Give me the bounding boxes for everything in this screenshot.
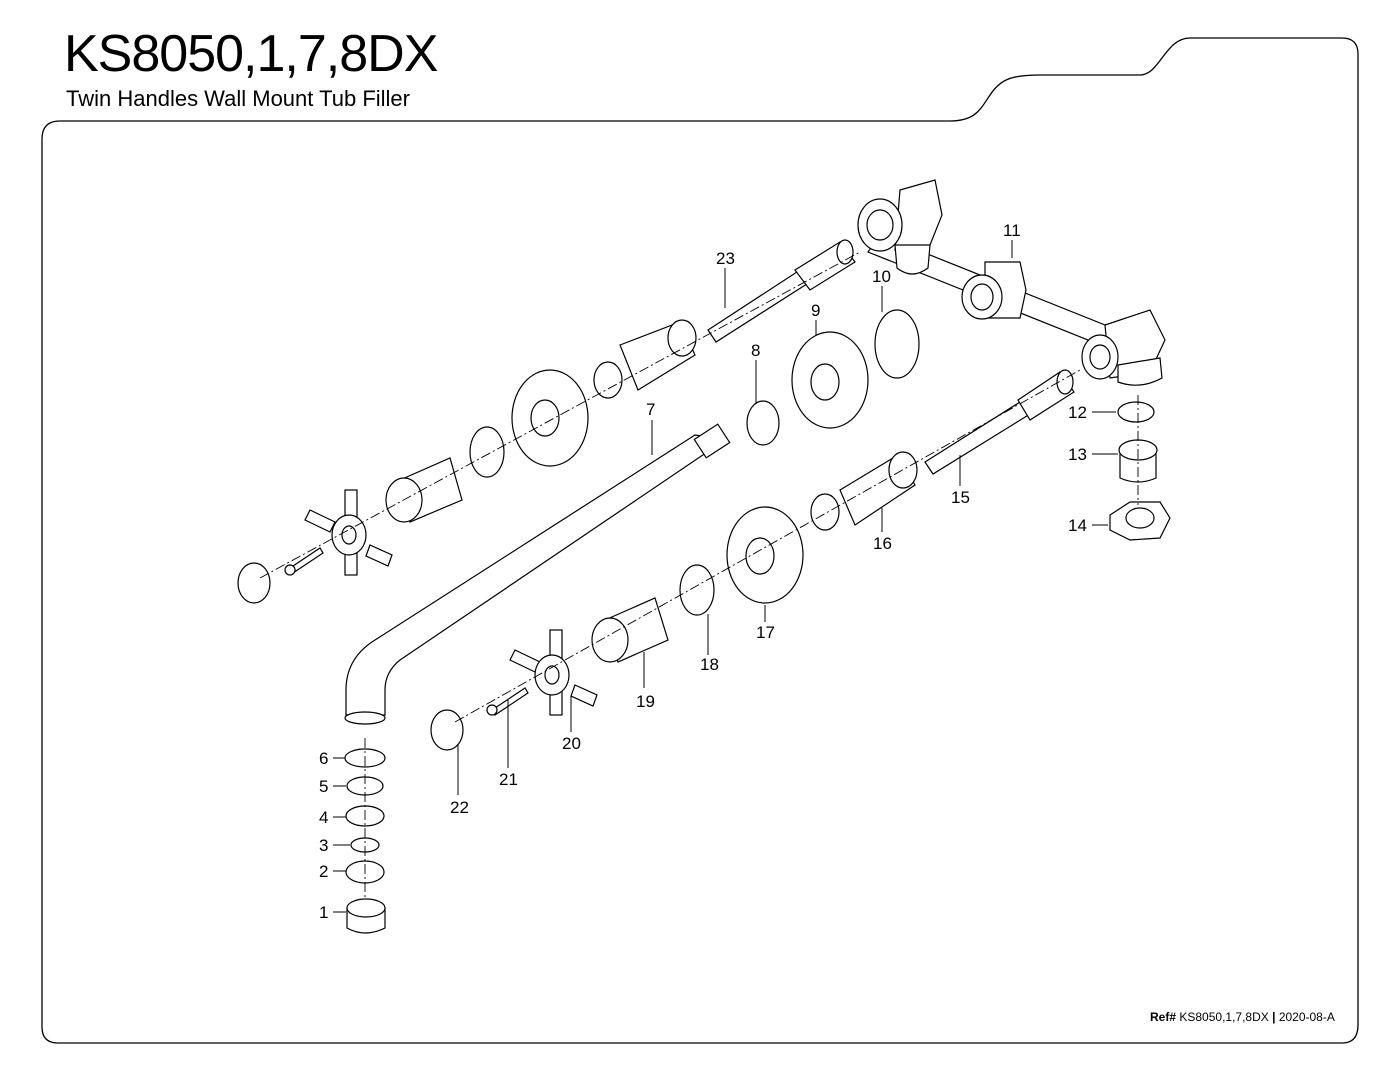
callout-20: 20 (562, 734, 581, 753)
o-ring-part-18 (679, 564, 715, 616)
callout-6: 6 (319, 749, 328, 768)
callout-3: 3 (319, 836, 328, 855)
valve-body-part-11 (857, 179, 1166, 386)
callout-5: 5 (319, 777, 328, 796)
leader-lines (333, 240, 1118, 913)
callout-21: 21 (499, 770, 518, 789)
handle-sleeve-upper (385, 457, 463, 523)
callout-8: 8 (751, 341, 760, 360)
ref-separator: | (1272, 1010, 1276, 1024)
callout-16: 16 (873, 534, 892, 553)
callout-14: 14 (1068, 516, 1087, 535)
reference-footer: Ref# KS8050,1,7,8DX | 2020-08-A (1150, 1010, 1335, 1024)
flange-part-9 (791, 331, 869, 429)
callout-9: 9 (811, 301, 820, 320)
flange-upper (511, 369, 589, 467)
callout-1: 1 (319, 903, 328, 922)
callout-13: 13 (1068, 445, 1087, 464)
callout-numbers: 1 2 3 4 5 6 7 8 9 10 11 12 13 14 15 16 1… (319, 221, 1087, 922)
index-button-upper (237, 562, 271, 604)
upper-sleeve (593, 319, 697, 399)
callout-11: 11 (1003, 221, 1021, 240)
callout-7: 7 (646, 400, 655, 419)
callout-12: 12 (1068, 403, 1087, 422)
washer-part-12 (1117, 401, 1155, 423)
o-ring-part-10 (874, 309, 920, 379)
cross-handle-upper (304, 489, 393, 576)
ref-revision: 2020-08-A (1278, 1010, 1335, 1024)
callout-19: 19 (636, 692, 655, 711)
ref-model: KS8050,1,7,8DX (1179, 1010, 1269, 1024)
cross-handle-part-20 (509, 629, 598, 716)
product-description: Twin Handles Wall Mount Tub Filler (66, 86, 410, 111)
callout-17: 17 (756, 623, 775, 642)
cartridge-part-15 (924, 369, 1075, 475)
handle-sleeve-part-19 (591, 597, 669, 663)
callout-10: 10 (872, 267, 891, 286)
drawing-frame (41, 37, 1359, 1044)
callout-23: 23 (716, 249, 735, 268)
flange-part-17 (726, 506, 804, 604)
ref-prefix: Ref# (1150, 1010, 1177, 1024)
callout-15: 15 (951, 488, 970, 507)
o-ring-upper (469, 426, 505, 478)
callout-22: 22 (450, 798, 469, 817)
callout-2: 2 (319, 862, 328, 881)
callout-18: 18 (700, 655, 719, 674)
o-ring-part-8 (746, 400, 780, 446)
spout-part-7 (345, 434, 727, 716)
centerlines (259, 251, 1139, 900)
cartridge-sleeve-part-16 (810, 451, 918, 531)
index-button-part-22 (430, 709, 464, 751)
model-number: KS8050,1,7,8DX (64, 25, 438, 83)
callout-4: 4 (319, 808, 328, 827)
